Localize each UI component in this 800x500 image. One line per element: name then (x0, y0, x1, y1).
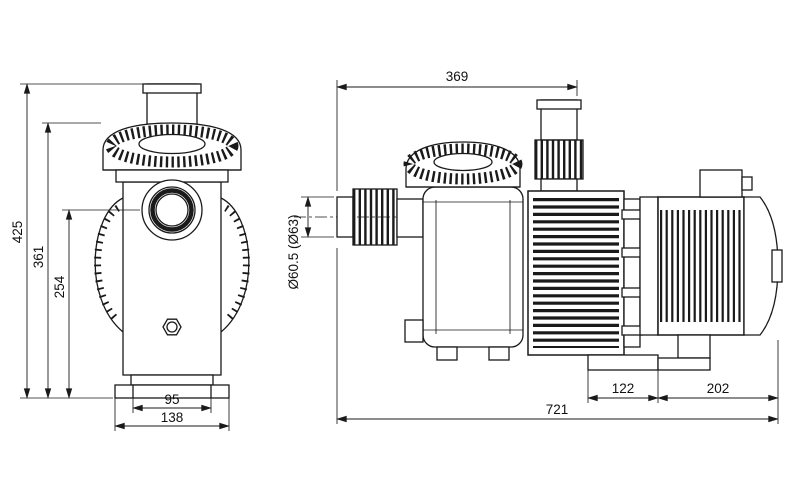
front-dimensions: 425 361 254 95 138 (10, 83, 230, 431)
pedestal (587, 354, 659, 371)
motor-bracket (639, 196, 659, 336)
pot-foot (436, 346, 458, 361)
sight-glass (141, 179, 203, 241)
endcap-hub (771, 249, 783, 283)
supports (587, 334, 711, 371)
side-dimensions: 369 Ø60.5 (Ø63) 122 202 721 (286, 69, 779, 424)
dim-label-base-width: 138 (161, 410, 184, 425)
filter-pot (404, 186, 524, 361)
collar-nut (534, 139, 584, 192)
dim-label-motor-foot-span: 202 (707, 381, 730, 396)
motor-foot-bracket (677, 334, 711, 359)
cable-gland (741, 176, 753, 191)
dim-label-total-height: 425 (10, 221, 25, 244)
pump-housing (527, 190, 625, 356)
dim-label-base-inner: 95 (164, 392, 179, 407)
port-stub (336, 196, 354, 238)
pot-lid (403, 141, 523, 188)
side-view: 369 Ø60.5 (Ø63) 122 202 721 (286, 69, 783, 424)
lid-knurl (105, 124, 239, 168)
front-lid (102, 122, 242, 183)
inlet-pipe (536, 99, 582, 141)
pot-drain-stub (404, 319, 424, 343)
terminal-box (699, 169, 743, 198)
drain-plug (162, 318, 182, 336)
dim-label-lid-height: 361 (31, 246, 46, 269)
dim-label-mid-foot-span: 122 (612, 381, 635, 396)
motor-flange (621, 198, 643, 348)
dim-label-port-diameter: Ø60.5 (Ø63) (286, 214, 301, 289)
front-base (114, 374, 230, 399)
dim-label-top-length: 369 (446, 69, 469, 84)
dim-label-port-height: 254 (52, 275, 67, 298)
lid-knurl (403, 143, 523, 185)
motor-foot-pad (657, 357, 711, 371)
front-tank (94, 197, 250, 333)
front-view: 425 361 254 95 138 (10, 83, 250, 431)
front-pipe (142, 83, 202, 125)
motor (639, 169, 783, 336)
union-nut (352, 188, 424, 246)
dim-label-total-length: 721 (546, 402, 569, 417)
pot-foot (488, 346, 510, 361)
